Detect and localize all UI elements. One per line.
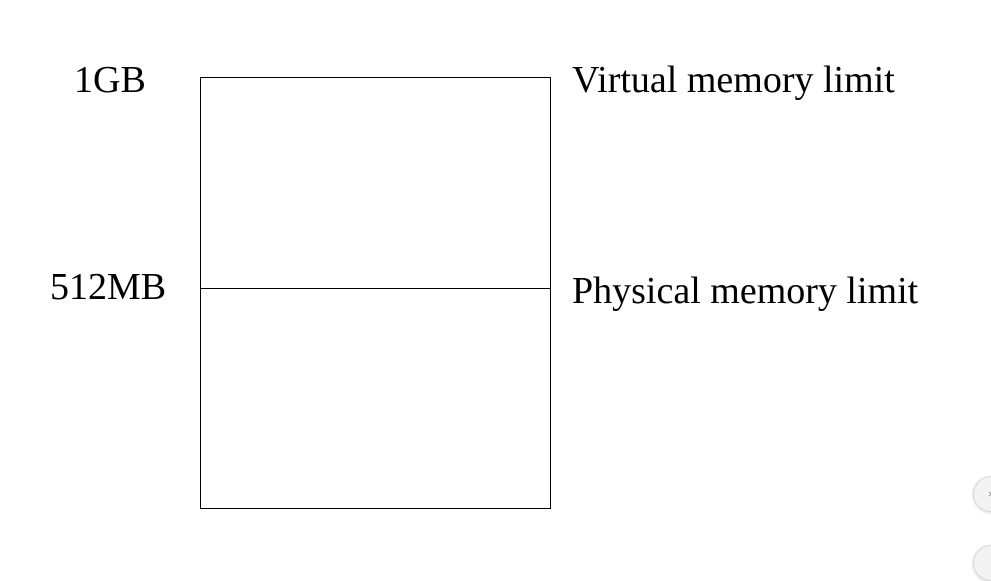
virtual-memory-limit-label: Virtual memory limit [572,59,895,101]
scroll-next-button[interactable]: › [973,476,991,512]
scroll-down-button[interactable] [973,545,991,581]
chevron-right-icon: › [988,487,991,500]
memory-address-space-box [200,77,551,509]
virtual-limit-size-label: 1GB [74,59,146,101]
physical-limit-divider-line [201,288,550,289]
physical-limit-size-label: 512MB [50,266,167,308]
physical-memory-limit-label: Physical memory limit [572,270,919,312]
